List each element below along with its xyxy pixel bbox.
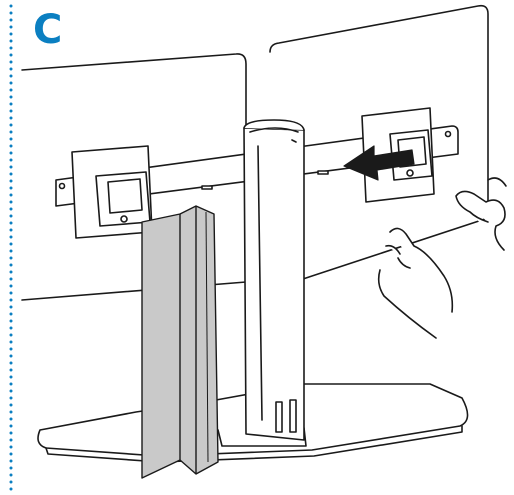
dotted-margin-rule [9,4,13,494]
step-label: C [33,7,63,53]
stand-column [243,127,305,441]
lower-hand [377,227,454,339]
left-arrow-icon [343,145,415,181]
upper-hand [455,177,507,251]
